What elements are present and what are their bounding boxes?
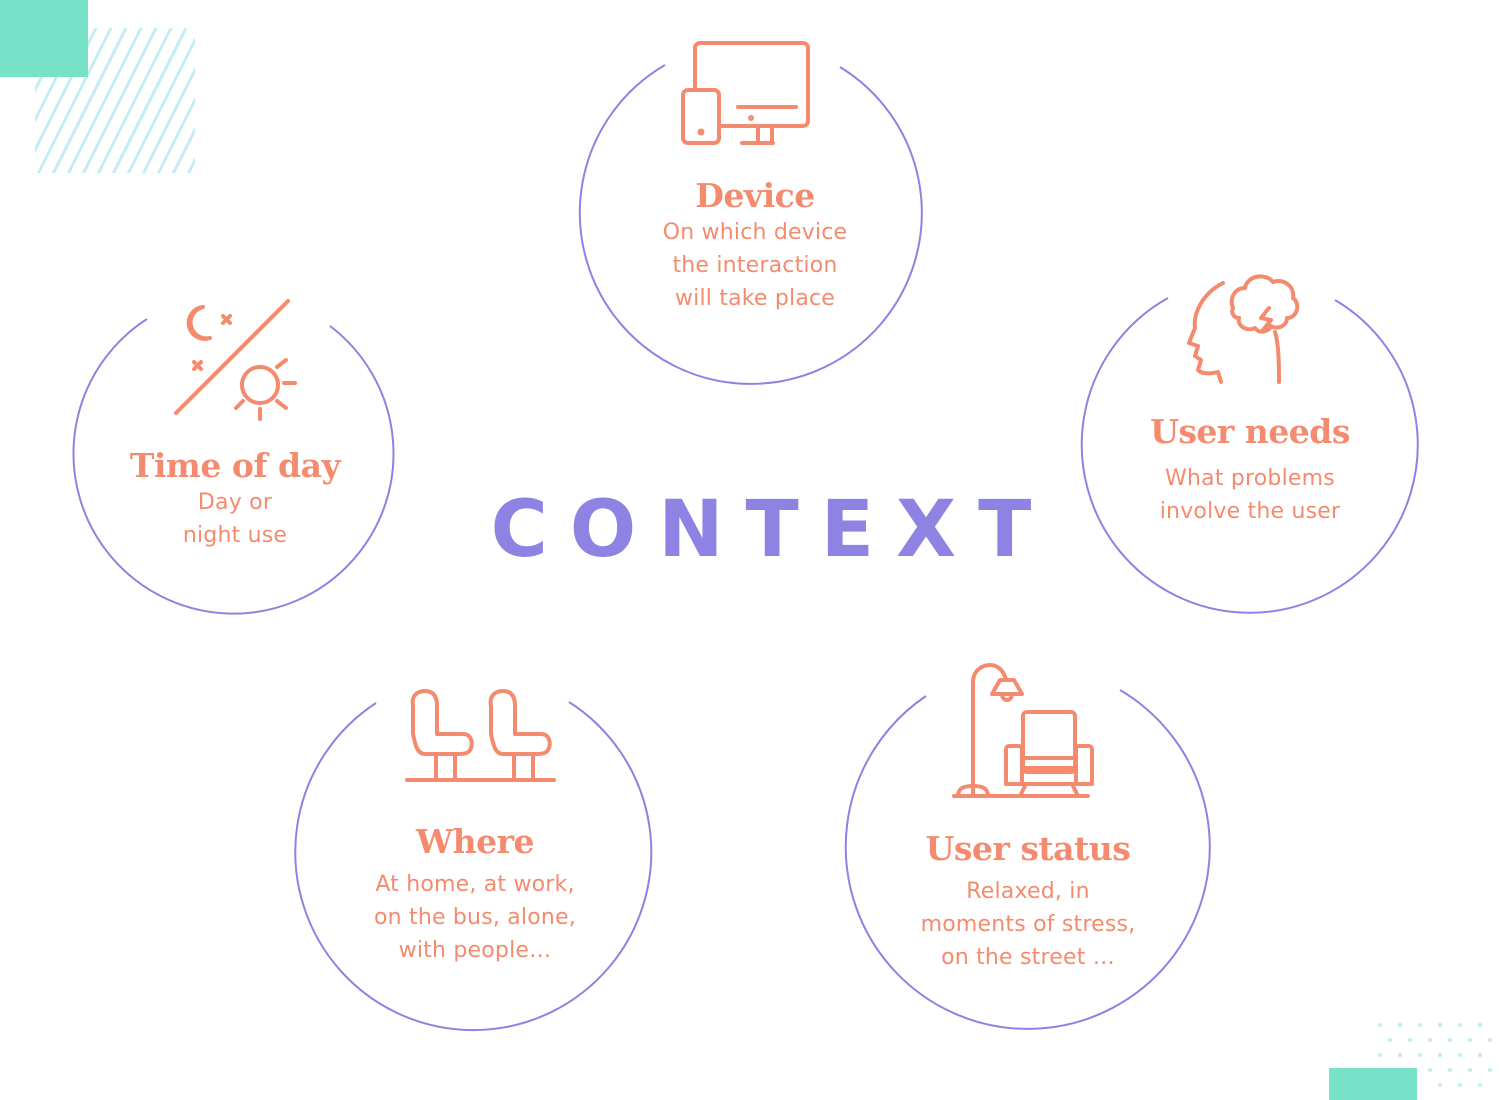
time-of-day-title: Time of day (129, 446, 341, 485)
time-of-day-label-group: Time of day Day or night use (90, 446, 380, 552)
time-of-day-desc-line-1: Day or (197, 490, 273, 515)
where-desc-line-2: on the bus, alone, (374, 905, 576, 930)
user-status-title: User status (925, 829, 1131, 868)
day-night-icon (174, 299, 297, 421)
user-needs-circle (1080, 297, 1419, 614)
teal-rect-bottom-right (1329, 1068, 1417, 1100)
time-of-day-desc-line-2: night use (182, 523, 288, 548)
device-desc-line-3: will take place (674, 286, 836, 311)
seats-icon (405, 689, 556, 782)
center-title: CONTEXT (490, 485, 1054, 575)
user-needs-title: User needs (1150, 412, 1350, 451)
teal-square-top-left (0, 0, 88, 77)
device-title: Device (695, 176, 815, 215)
user-status-desc-line-2: moments of stress, (920, 912, 1136, 937)
user-needs-label-group: User needs What problems involve the use… (1100, 412, 1400, 528)
user-status-desc-line-1: Relaxed, in (966, 879, 1090, 904)
devices-icon (681, 41, 810, 145)
where-label-group: Where At home, at work, on the bus, alon… (320, 822, 630, 967)
device-label-group: Device On which device the interaction w… (600, 176, 910, 315)
user-status-desc-line-3: on the street … (941, 945, 1115, 970)
time-of-day-circle (72, 318, 395, 615)
where-title: Where (416, 822, 534, 861)
device-desc-line-1: On which device (662, 220, 848, 245)
user-needs-desc-line-1: What problems (1165, 466, 1335, 491)
head-thought-icon (1187, 274, 1300, 384)
where-desc-line-1: At home, at work, (375, 872, 575, 897)
device-desc-line-2: the interaction (672, 253, 838, 278)
where-circle (294, 701, 653, 1032)
where-desc-line-3: with people… (398, 938, 552, 963)
user-needs-desc-line-2: involve the user (1159, 499, 1341, 524)
user-status-label-group: User status Relaxed, in moments of stres… (868, 829, 1188, 974)
user-status-circle (844, 689, 1211, 1030)
device-circle (578, 64, 923, 385)
lamp-armchair-icon (952, 663, 1094, 798)
